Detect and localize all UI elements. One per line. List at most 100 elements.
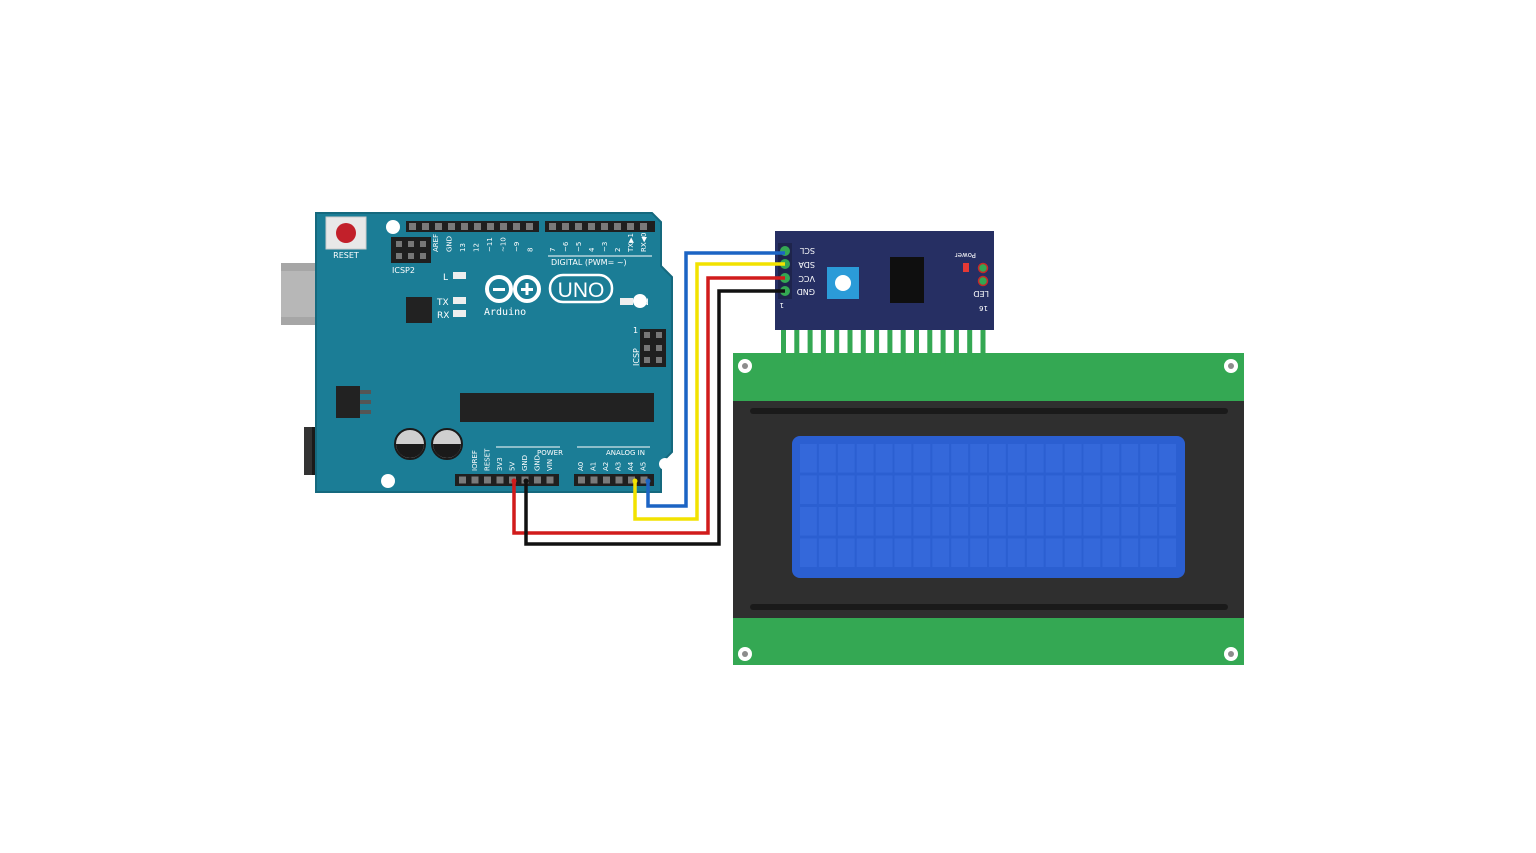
lcd-char-cell (1064, 507, 1082, 536)
pin-hole (546, 476, 554, 484)
analog-in-label: ANALOG IN (606, 449, 645, 457)
digital-pin-label: 4 (588, 247, 596, 252)
i2c-sda-label: SDA (798, 260, 815, 269)
lcd-char-cell (1026, 475, 1044, 504)
power-pin-label: GND (521, 455, 529, 471)
lcd-char-cell (932, 538, 950, 567)
rx-led-label: RX (437, 311, 449, 321)
header-leg (874, 320, 880, 365)
i2c-power-label: Power (955, 251, 976, 259)
wire-gnd-black (524, 289, 785, 546)
analog-pin-label: A3 (615, 462, 623, 471)
lcd-char-cell (800, 538, 817, 567)
i2c-pin16-label: 16 (979, 304, 988, 312)
lcd-char-cell (1045, 507, 1063, 536)
analog-pin-label: A0 (577, 462, 585, 471)
lcd-char-cell (875, 538, 893, 567)
power-pin-label: VIN (546, 459, 554, 471)
capacitor (431, 428, 463, 460)
pin-hole (601, 223, 608, 230)
i2c-adapter: SCL SDA VCC GND 1 Power LED 16 (775, 231, 994, 365)
lcd-char-cell (989, 444, 1006, 473)
header-leg (860, 320, 866, 365)
mounting-hole (386, 220, 400, 234)
pin-hole (461, 223, 468, 230)
lcd-char-cell (1045, 444, 1063, 473)
lcd-char-cell (989, 538, 1006, 567)
lcd-char-cell (800, 444, 817, 473)
wire-scl-blue (646, 251, 785, 508)
lcd-char-cell (1007, 444, 1025, 473)
digital-pin-label: ~9 (513, 242, 521, 252)
digital-pin-label: 12 (473, 243, 481, 252)
pin-hole (487, 223, 494, 230)
digital-pin-label: ~11 (486, 237, 494, 252)
backlight-jumper-pin (977, 275, 989, 287)
lcd-char-cell (818, 507, 836, 536)
lcd-char-cell (1159, 444, 1176, 473)
bottom-pin-holes (459, 476, 648, 484)
header-leg (887, 320, 893, 365)
wire-vcc-red (512, 276, 785, 535)
digital-pin-holes (409, 223, 647, 230)
pin-hole (615, 476, 623, 484)
lcd-char-cell (837, 475, 855, 504)
lcd-char-cell (1159, 475, 1176, 504)
pin-hole (588, 223, 595, 230)
lcd-char-cell (1121, 507, 1139, 536)
lcd-char-cell (1045, 475, 1063, 504)
power-header (455, 474, 559, 486)
digital-pin-label: 2 (614, 248, 622, 252)
pin-hole (500, 223, 507, 230)
digital-pin-label: 13 (459, 243, 467, 252)
mounting-hole (659, 458, 671, 470)
capacitor (394, 428, 426, 460)
lcd-char-cell (1064, 538, 1082, 567)
lcd-char-cell (837, 507, 855, 536)
lcd-char-cell (1102, 538, 1120, 567)
digital-pin-label: GND (446, 236, 454, 252)
analog-pin-label: A4 (627, 461, 635, 471)
uno-badge (548, 273, 614, 304)
lcd-char-cell (856, 444, 874, 473)
pin-hole (409, 223, 416, 230)
lcd-char-cell (913, 444, 931, 473)
tx-led (453, 297, 466, 304)
i2c-pin-header (778, 243, 792, 299)
digital-header-left (406, 221, 539, 232)
lcd-char-cell (1102, 507, 1120, 536)
l-led (453, 272, 466, 279)
pin-hole (627, 223, 634, 230)
lcd-char-cell (1083, 538, 1101, 567)
lcd-char-cell (913, 507, 931, 536)
digital-pin-label: TX▶1 (627, 233, 635, 253)
header-leg (834, 320, 840, 365)
pin-hole (484, 476, 491, 484)
lcd-char-cell (837, 538, 855, 567)
lcd-char-cell (818, 444, 836, 473)
pin-hole (435, 223, 442, 230)
arduino-brand-label: Arduino (484, 307, 526, 318)
lcd-char-cell (1007, 507, 1025, 536)
lcd-char-cell (1083, 444, 1101, 473)
lcd-char-cell (1140, 475, 1158, 504)
usb-chip (406, 297, 432, 323)
lcd-char-cell (1026, 444, 1044, 473)
pin-hole (496, 476, 504, 484)
analog-pin-label: A5 (640, 462, 648, 471)
lcd-char-cell (1007, 538, 1025, 567)
lcd-char-cell (894, 538, 912, 567)
pin-hole (590, 476, 598, 484)
lcd-char-cell (1064, 444, 1082, 473)
header-leg (927, 320, 933, 365)
lcd-char-cell (913, 475, 931, 504)
lcd-char-cell (856, 507, 874, 536)
header-leg (940, 320, 946, 365)
lcd-char-cell (1140, 507, 1158, 536)
digital-pin-label: 8 (527, 248, 535, 252)
lcd-char-cell (1102, 444, 1120, 473)
voltage-regulator (336, 386, 371, 418)
lcd-char-cell (856, 475, 874, 504)
digital-pin-label: ~3 (601, 242, 609, 252)
